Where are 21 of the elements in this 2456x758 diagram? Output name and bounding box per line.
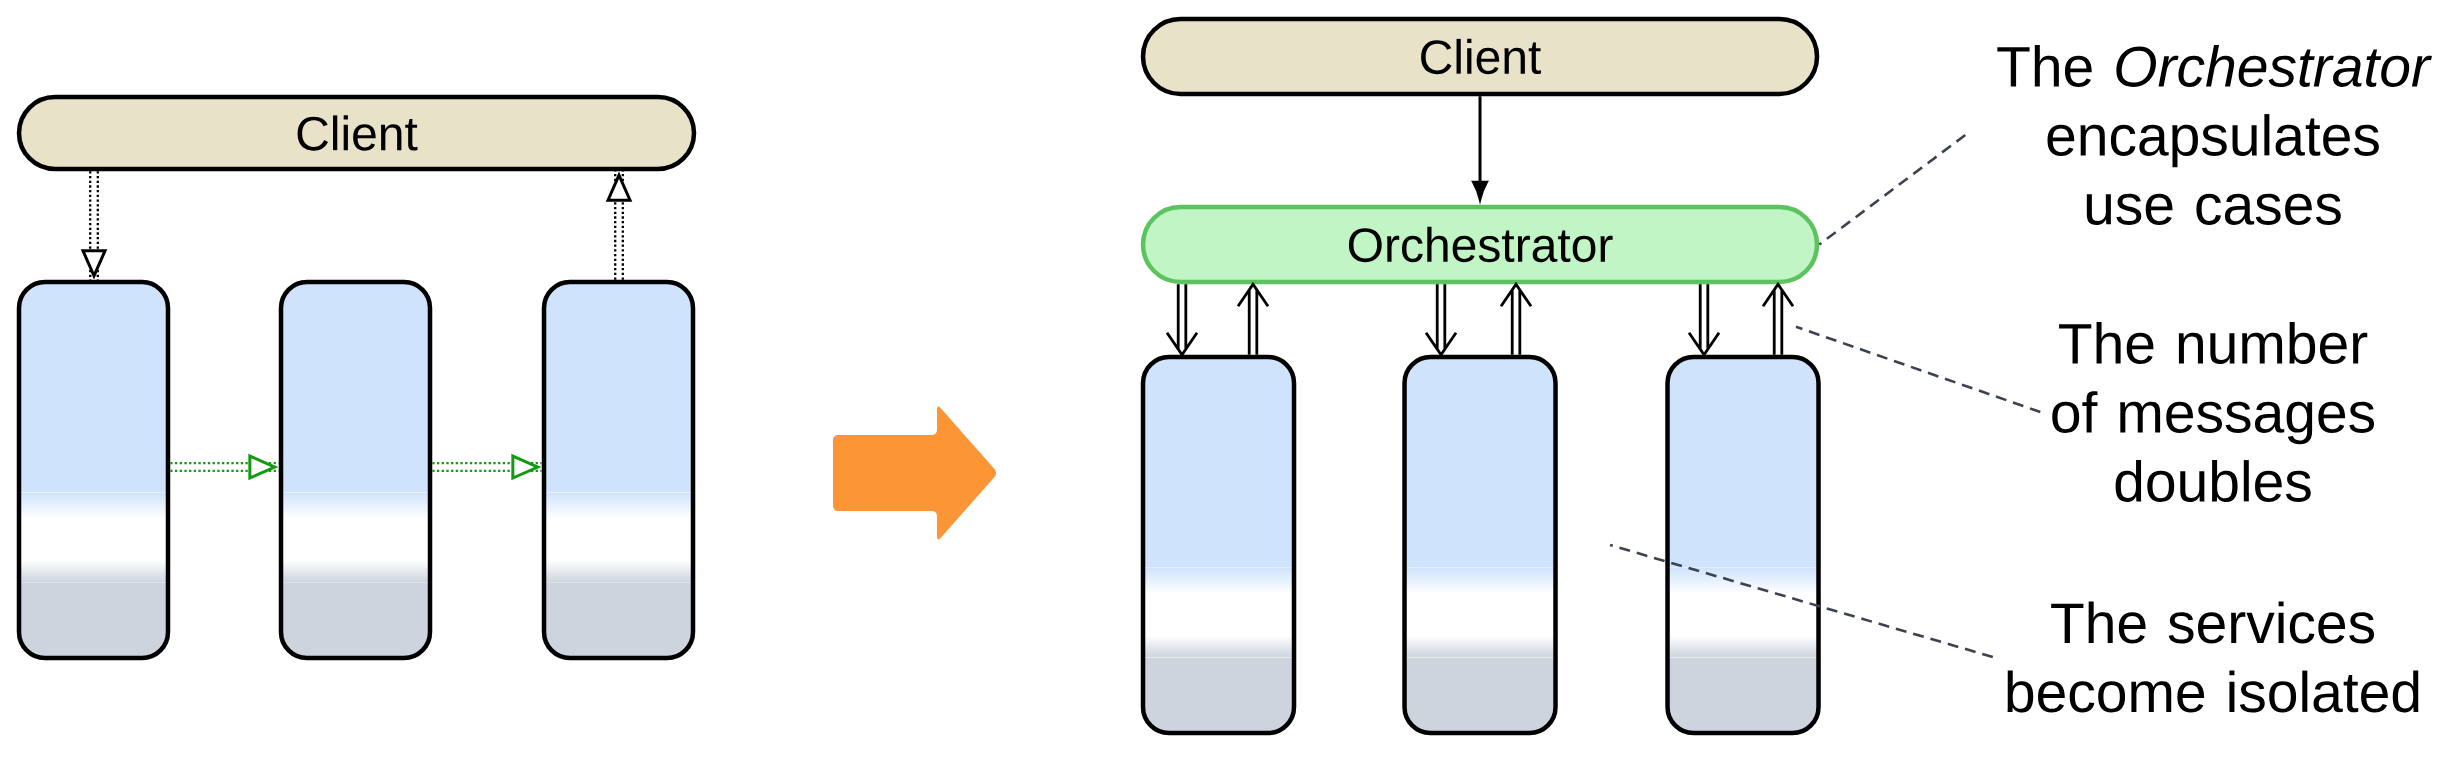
service-box: [1402, 354, 1558, 736]
arrow: [1236, 281, 1270, 357]
client-box: Client: [16, 94, 697, 172]
arrow: [1165, 282, 1199, 358]
orchestrator-box: Orchestrator: [1140, 204, 1820, 285]
leader-line: [1818, 133, 1967, 246]
client-box: Client: [1140, 16, 1820, 97]
leader-line: [1609, 543, 1994, 659]
service-box: [1140, 354, 1297, 736]
arrow: [1687, 282, 1721, 358]
service-box: [16, 279, 171, 661]
arrow: [1424, 282, 1458, 358]
service-box: [541, 279, 696, 661]
service-box: [278, 279, 433, 661]
annotation-text: The Orchestrator encapsulates use cases: [1997, 45, 2432, 225]
service-box: [1665, 354, 1821, 736]
arrow: [1499, 281, 1533, 357]
annotation-text: The services become isolated: [2007, 601, 2419, 713]
arrow: [1761, 281, 1795, 357]
leader-line: [1795, 325, 2041, 414]
annotation-text: The number of messages doubles: [2052, 322, 2375, 502]
